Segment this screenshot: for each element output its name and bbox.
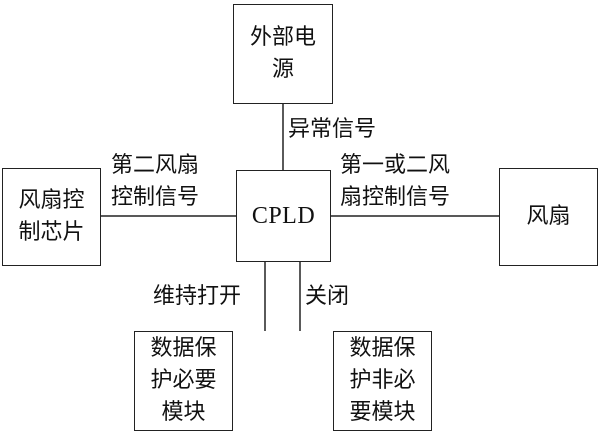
noncritical-module-box: 数据保 护非必 要模块 xyxy=(333,331,432,431)
critical-module-label: 数据保 护必要 模块 xyxy=(150,336,217,425)
external-power-box: 外部电 源 xyxy=(233,4,333,104)
cpld-label: CPLD xyxy=(251,202,316,229)
second-fan-control-label: 第二风扇 控制信号 xyxy=(109,150,202,214)
external-power-label: 外部电 源 xyxy=(249,25,316,82)
cpld-box: CPLD xyxy=(236,170,331,262)
fan-label: 风扇 xyxy=(526,204,571,230)
abnormal-signal-label: 异常信号 xyxy=(286,114,379,146)
fan-box: 风扇 xyxy=(499,168,598,266)
critical-module-box: 数据保 护必要 模块 xyxy=(134,331,233,431)
close-label: 关闭 xyxy=(303,281,352,313)
first-or-second-fan-control-label: 第一或二风 扇控制信号 xyxy=(338,150,453,214)
fan-control-chip-box: 风扇控 制芯片 xyxy=(2,168,101,266)
noncritical-module-label: 数据保 护非必 要模块 xyxy=(349,336,416,425)
fan-control-chip-label: 风扇控 制芯片 xyxy=(18,188,85,245)
keep-open-label: 维持打开 xyxy=(151,281,244,313)
